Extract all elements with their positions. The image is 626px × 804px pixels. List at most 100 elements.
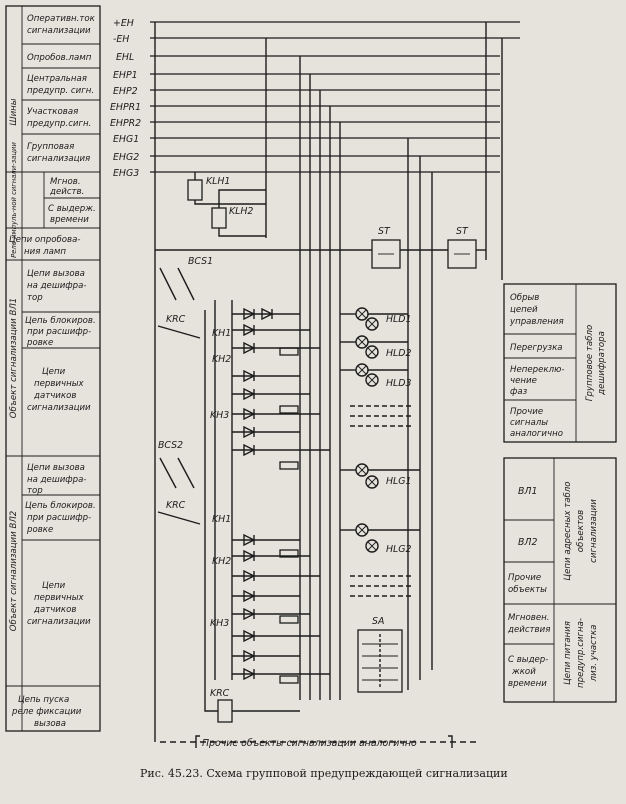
krc-coil: KRC xyxy=(204,688,300,723)
resistor xyxy=(279,549,299,558)
left-row-13-l2: при расшифр- xyxy=(27,513,91,523)
left-table xyxy=(5,5,101,732)
diode-row xyxy=(232,667,330,681)
group-label-obj1: Объект сигнализации ВЛ1 xyxy=(9,298,19,419)
left-row-6-l2: действ. xyxy=(49,187,84,197)
left-row-9-l2: на дешифра- xyxy=(27,281,86,291)
kh1-label-2: KH1 xyxy=(212,514,231,525)
left-row-8-l1: Цепи опробова- xyxy=(9,235,80,245)
krc-label-2: KRC xyxy=(166,500,186,511)
bus-label: -EH xyxy=(113,34,129,45)
rb-row-4-l1: Мгновен. xyxy=(508,613,550,623)
lamp-label: HLG1 xyxy=(386,476,412,487)
kh-contacts: KH1 KH2 KH3 KH1 KH2 KH3 xyxy=(204,300,233,690)
rt-row-3-l3: фаз xyxy=(510,387,528,397)
left-row-4-l1: Участковая xyxy=(27,107,78,117)
rb-row-2: ВЛ2 xyxy=(518,537,537,548)
bottom-bracket: Прочие объекты сигнализации аналогично xyxy=(160,735,478,749)
signal-lamps: HLD1 HLD2 HLD3 HLG1 HLG2 xyxy=(340,307,420,555)
lamp-row: HLD2 xyxy=(355,335,411,359)
rt-row-4-l2: сигналы xyxy=(510,418,548,428)
rb-side-upper-1: Цепи адресных табло xyxy=(563,481,573,580)
bus-label: EHPR2 xyxy=(110,118,141,129)
rb-side-lower-3: лиз. участка xyxy=(589,625,599,683)
diode-row xyxy=(232,307,300,321)
left-table-texts: Оперативн.ток сигнализации Опробов.ламп … xyxy=(9,14,96,729)
diode-row xyxy=(232,533,300,547)
left-row-15-l1: Цепь пуска xyxy=(18,695,69,705)
left-row-10-l1: Цепь блокиров. xyxy=(25,316,96,326)
krc-coil-label: KRC xyxy=(210,688,230,699)
relay-klh1-label: KLH1 xyxy=(206,176,230,187)
resistor xyxy=(279,615,299,624)
st-label-2: ST xyxy=(456,226,469,237)
diode-row xyxy=(232,387,310,401)
sa-label: SA xyxy=(372,616,384,627)
kh3-label-2: KH3 xyxy=(210,618,229,629)
bus-label: EHPR1 xyxy=(110,102,141,113)
st-box-2 xyxy=(447,239,477,269)
resistor xyxy=(279,675,299,684)
left-row-11-l1: Цепи xyxy=(42,367,66,377)
diode-row xyxy=(232,589,300,603)
group-label-obj2: Объект сигнализации ВЛ2 xyxy=(9,511,19,632)
rb-row-4-l2: действия xyxy=(507,625,550,635)
diode-row xyxy=(232,569,320,583)
diode-row xyxy=(232,629,320,643)
bus-label: EHP2 xyxy=(113,86,138,97)
rb-side-upper-2: объектов xyxy=(576,510,586,552)
bcs1-label: BCS1 xyxy=(188,256,213,267)
left-row-14-l3: датчиков xyxy=(33,605,76,615)
rb-row-5-l3: времени xyxy=(508,679,547,689)
diode-row xyxy=(232,341,320,355)
left-row-9-l3: тор xyxy=(27,293,43,303)
rt-row-4-l1: Прочие xyxy=(510,407,543,417)
bus-lines xyxy=(150,21,520,173)
group-label-rele: Реле импуль-ной сигнали-зации xyxy=(10,142,18,258)
lamp-icon xyxy=(365,317,379,331)
krc-coil-box xyxy=(217,699,233,723)
resistor xyxy=(279,347,299,356)
left-row-11-l4: сигнализации xyxy=(27,403,91,413)
bottom-dashed-label: Прочие объекты сигнализации аналогично xyxy=(202,738,417,749)
left-row-4-l2: предупр.сигн. xyxy=(27,119,91,129)
sa-box xyxy=(357,629,403,693)
left-row-12-l1: Цепи вызова xyxy=(27,463,85,473)
sa-switch: SA xyxy=(357,616,403,693)
diode-row xyxy=(232,425,300,439)
kh3-label: KH3 xyxy=(210,410,229,421)
klh-relays: KLH1 KLH2 xyxy=(187,172,266,237)
diode-row xyxy=(232,443,330,457)
rt-side-label-2: дешифратора xyxy=(597,331,607,396)
dashed-placeholders xyxy=(350,405,412,597)
rt-side-label-1: Групповое табло xyxy=(585,325,595,402)
rt-row-1-l1: Обрыв xyxy=(510,293,539,303)
bus-label: EHL xyxy=(116,52,134,63)
lamp-row: HLG2 xyxy=(355,523,412,555)
st-units: ST ST xyxy=(155,226,486,269)
st-box-1 xyxy=(371,239,401,269)
lamp-icon xyxy=(365,373,379,387)
relay-klh2-coil xyxy=(211,207,227,229)
rb-row-1: ВЛ1 xyxy=(518,486,537,497)
bcs2-label: BCS2 xyxy=(158,440,183,451)
lamp-label: HLD1 xyxy=(386,314,411,325)
bus-label: EHP1 xyxy=(113,70,138,81)
rb-row-5-l1: С выдер- xyxy=(508,655,548,665)
diode-row xyxy=(232,549,310,563)
kh1-label: KH1 xyxy=(212,328,231,339)
rb-side-upper-3: сигнализации xyxy=(589,499,599,563)
resistor xyxy=(279,405,299,414)
left-row-14-l1: Цепи xyxy=(42,581,66,591)
krc-label-1: KRC xyxy=(166,314,186,325)
bus-labels: +EH -EH EHL EHP1 EHP2 EHPR1 EHPR2 EHG1 E… xyxy=(110,18,141,179)
lamp-icon xyxy=(365,345,379,359)
lamp-icon xyxy=(365,475,379,489)
left-row-9-l1: Цепи вызова xyxy=(27,269,85,279)
diode-row xyxy=(232,323,310,337)
rt-row-1-l3: управления xyxy=(509,317,564,327)
bus-label: +EH xyxy=(113,18,134,29)
left-row-12-l3: тор xyxy=(27,486,43,496)
lamp-label: HLD2 xyxy=(386,348,411,359)
